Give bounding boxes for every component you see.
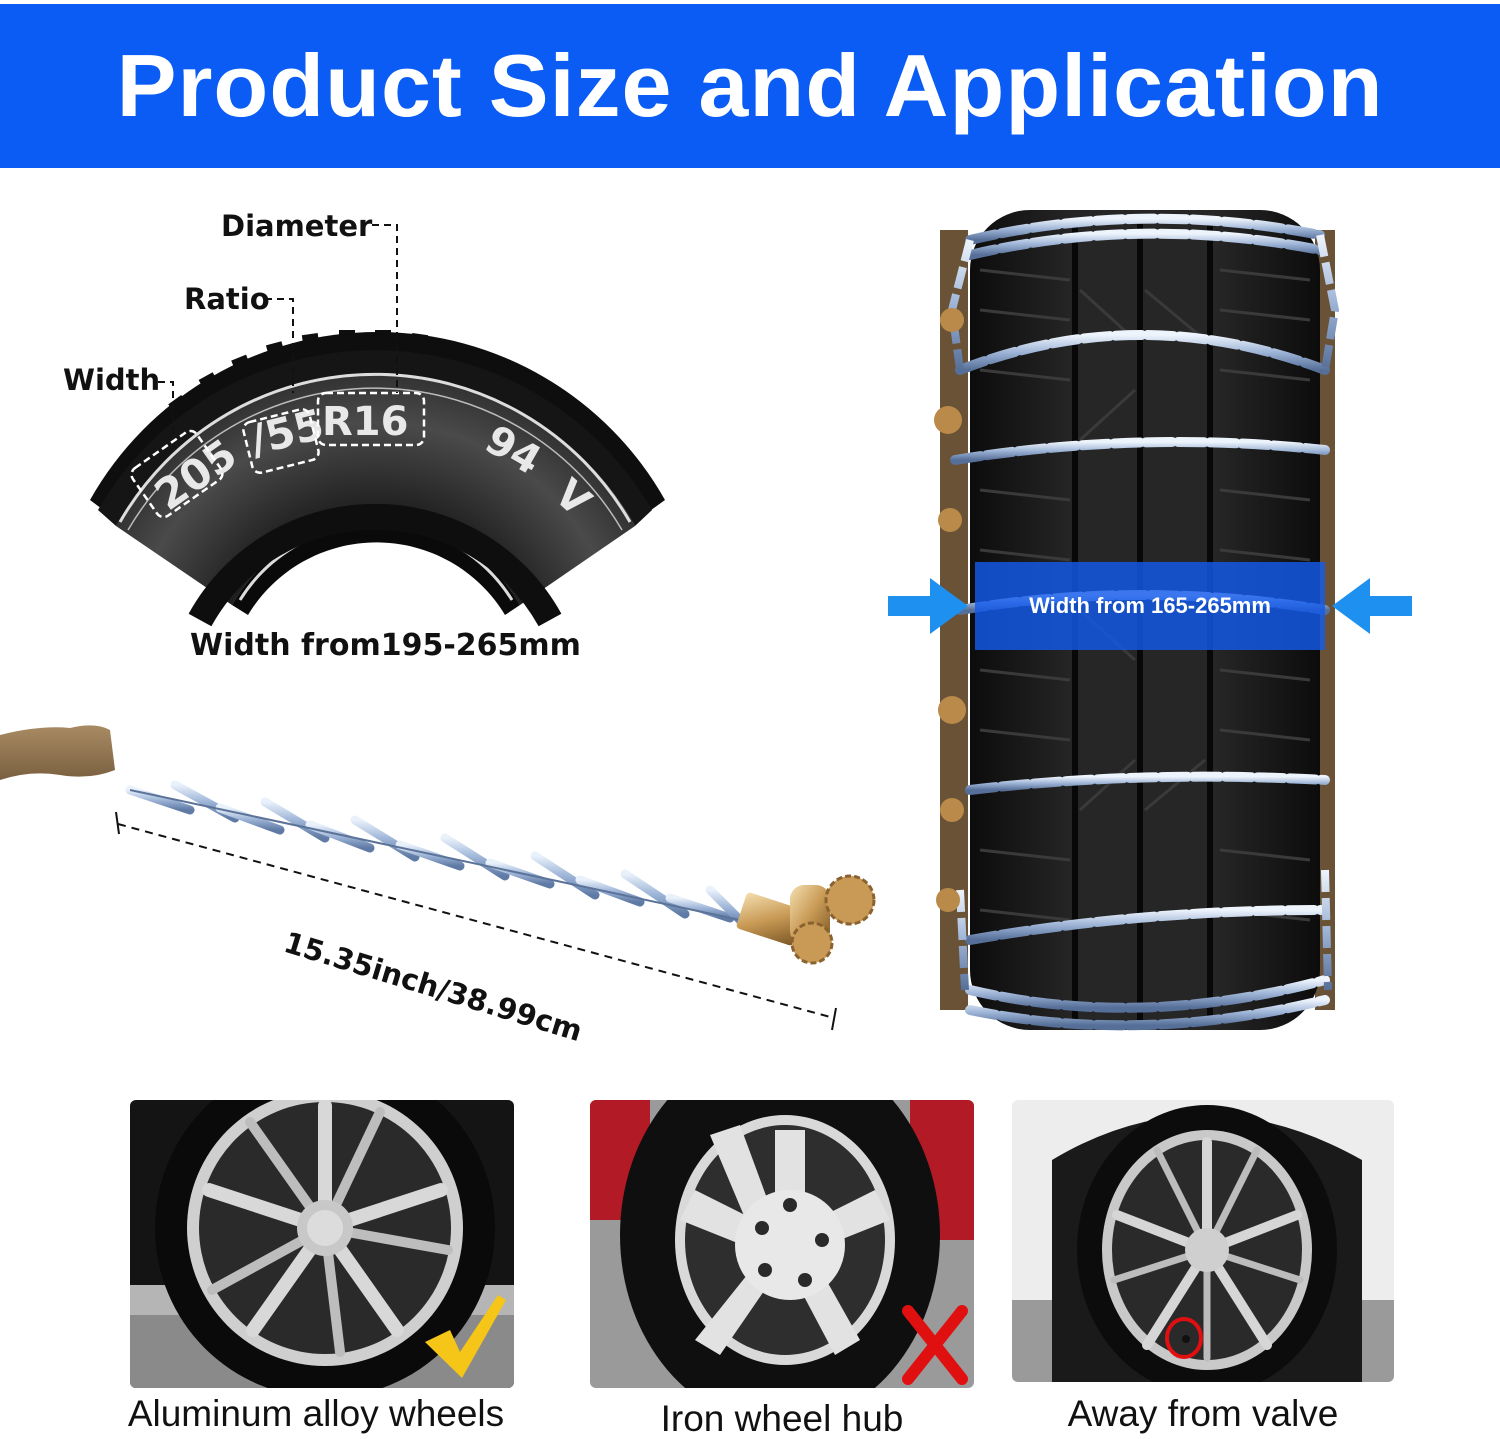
application-card-alloy-wheel [130, 1100, 514, 1388]
arrow-left-icon [1332, 578, 1412, 634]
title-banner: Product Size and Application [0, 4, 1500, 168]
caption-iron-wheel-hub: Iron wheel hub [660, 1398, 904, 1439]
arrow-right-icon [888, 578, 968, 634]
chain-width-range-band: Width from 165-265mm [975, 562, 1325, 650]
page-title: Product Size and Application [116, 36, 1384, 135]
tire-sidewall-illustration: 205 /55 R16 94 V [90, 224, 665, 627]
caption-away-from-valve: Away from valve [1067, 1393, 1339, 1434]
iron-wheel-hub-photo [590, 1100, 974, 1388]
valve-circle-icon [1165, 1317, 1203, 1359]
ratio-label: Ratio [184, 282, 270, 316]
application-card-iron-wheel-hub [590, 1100, 974, 1388]
cross-icon [902, 1305, 968, 1385]
chain-width-range-text: Width from 165-265mm [1029, 593, 1271, 618]
tire-size-diagram: 205 /55 R16 94 V Width Ratio Diameter Wi… [50, 200, 700, 680]
chain-segment-illustration [0, 700, 900, 1050]
application-card-away-from-valve [1012, 1100, 1394, 1382]
check-icon [425, 1295, 506, 1378]
chain-with-ratchet-icon [0, 725, 876, 1031]
tire-width-range-caption: Width from195-265mm [190, 628, 581, 663]
caption-aluminum-alloy-wheels: Aluminum alloy wheels [127, 1393, 505, 1434]
valve-position-photo [1012, 1100, 1394, 1382]
svg-text:R16: R16 [322, 399, 408, 445]
diameter-label: Diameter [221, 209, 373, 243]
width-label: Width [63, 363, 161, 397]
